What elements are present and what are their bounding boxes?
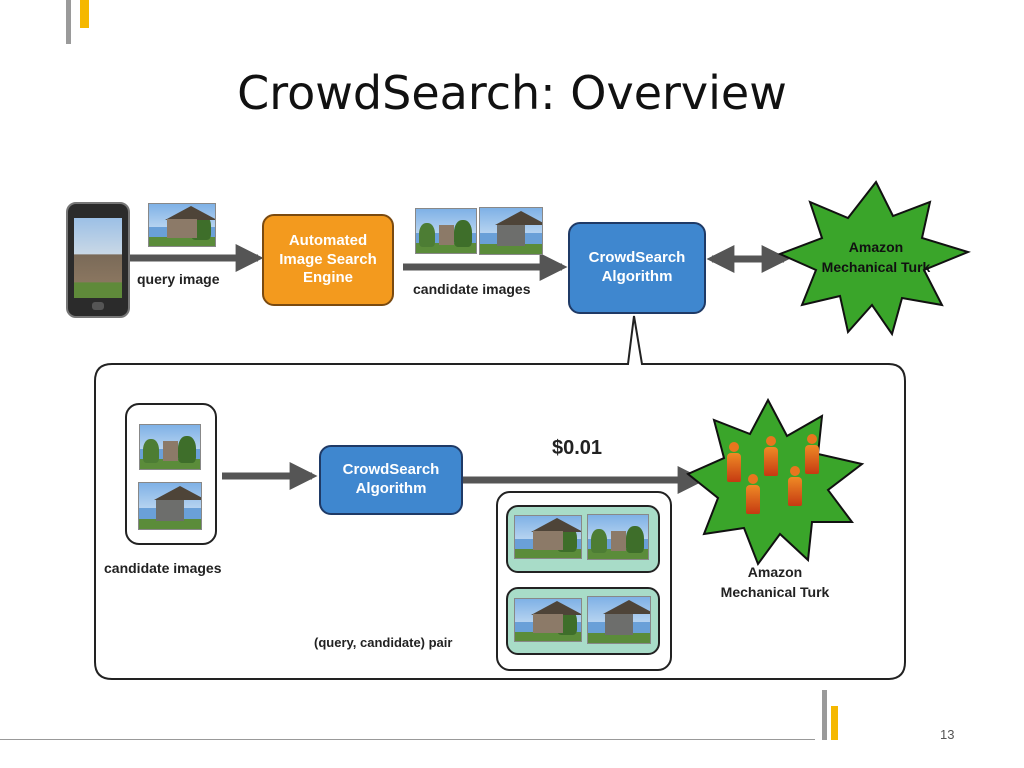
page-number: 13 [940,727,955,742]
footer-accent-gray-bar [822,690,827,740]
worker-person-icon [727,442,741,482]
crowdsearch-algorithm-box-top: CrowdSearch Algorithm [568,222,706,314]
crowdsearch-algorithm-box-detail: CrowdSearch Algorithm [319,445,463,515]
worker-person-icon [805,434,819,474]
candidate-image-thumbnail-1 [415,208,477,254]
turk-label-top: Amazon Mechanical Turk [821,239,931,275]
worker-person-icon [764,436,778,476]
worker-person-icon [746,474,760,514]
worker-person-icon [788,466,802,506]
slide-title: CrowdSearch: Overview [237,66,787,120]
smartphone-icon [66,202,130,318]
pair-2-candidate-thumbnail [587,596,651,644]
query-candidate-pair-label: (query, candidate) pair [314,635,453,650]
detail-candidate-thumbnail-2 [138,482,202,530]
price-label: $0.01 [552,437,603,459]
turk-label-detail: Amazon Mechanical Turk [720,564,830,600]
top-accent-gray-bar [66,0,71,44]
candidate-images-label-top: candidate images [413,281,531,297]
footer-accent-gold-bar [831,706,838,740]
pair-1-candidate-thumbnail [587,514,649,560]
candidate-images-label-detail: candidate images [104,560,222,576]
pair-2-query-thumbnail [514,598,582,642]
query-image-thumbnail [148,203,216,247]
detail-candidate-thumbnail-1 [139,424,201,470]
image-search-engine-box: Automated Image Search Engine [262,214,394,306]
top-accent-gold-bar [80,0,89,28]
footer-divider [0,739,815,740]
query-image-label: query image [137,271,220,287]
turk-starburst-top [777,180,971,337]
pair-1-query-thumbnail [514,515,582,559]
candidate-image-thumbnail-2 [479,207,543,255]
